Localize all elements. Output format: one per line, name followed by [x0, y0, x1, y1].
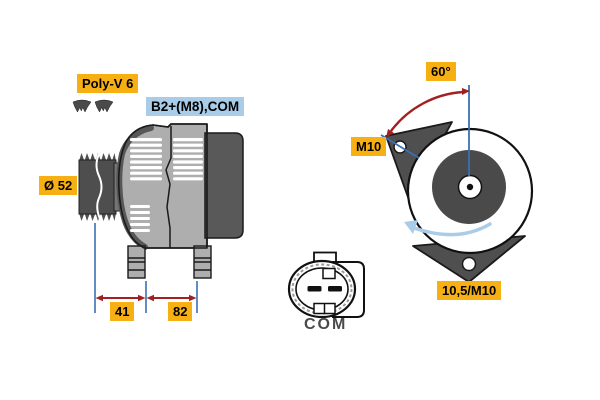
connector-seal-ring [291, 263, 353, 315]
connector-pin-1 [307, 286, 322, 292]
angle-arc-arrow [386, 88, 470, 138]
connector-keyway [322, 267, 336, 280]
rear-cover [204, 132, 244, 239]
housing-seam [165, 126, 172, 248]
com-connector [287, 251, 365, 319]
mounting-feet [127, 245, 212, 279]
dimension-arrows [95, 294, 197, 302]
angle-reference-lines [380, 85, 470, 176]
label-mount-thread: M10 [351, 137, 387, 156]
label-dimension-82: 82 [168, 302, 193, 321]
pulley [78, 153, 124, 221]
dimension-lines [94, 223, 198, 313]
poly-v-belt-profile-icon [72, 99, 114, 113]
label-terminals: B2+(M8),COM [146, 97, 245, 116]
alternator-housing [116, 123, 244, 279]
cooling-fins [130, 138, 203, 232]
label-dimension-41: 41 [110, 302, 135, 321]
shaft-center [466, 183, 474, 191]
break-line [95, 153, 103, 220]
rotation-direction-arrow [404, 220, 492, 237]
label-belt-type: Poly-V 6 [77, 74, 139, 93]
label-mount-angle: 60° [426, 62, 456, 81]
label-mount-hole: 10,5/M10 [437, 281, 502, 300]
connector-pin-2 [328, 286, 342, 292]
alternator-side-view [72, 99, 244, 313]
mount-hole-bottom [461, 256, 477, 272]
alternator-rear-view [380, 85, 534, 283]
connector-bottom-latch [313, 302, 336, 315]
label-connector-name: COM [304, 316, 348, 333]
label-pulley-diameter: Ø 52 [39, 176, 78, 195]
